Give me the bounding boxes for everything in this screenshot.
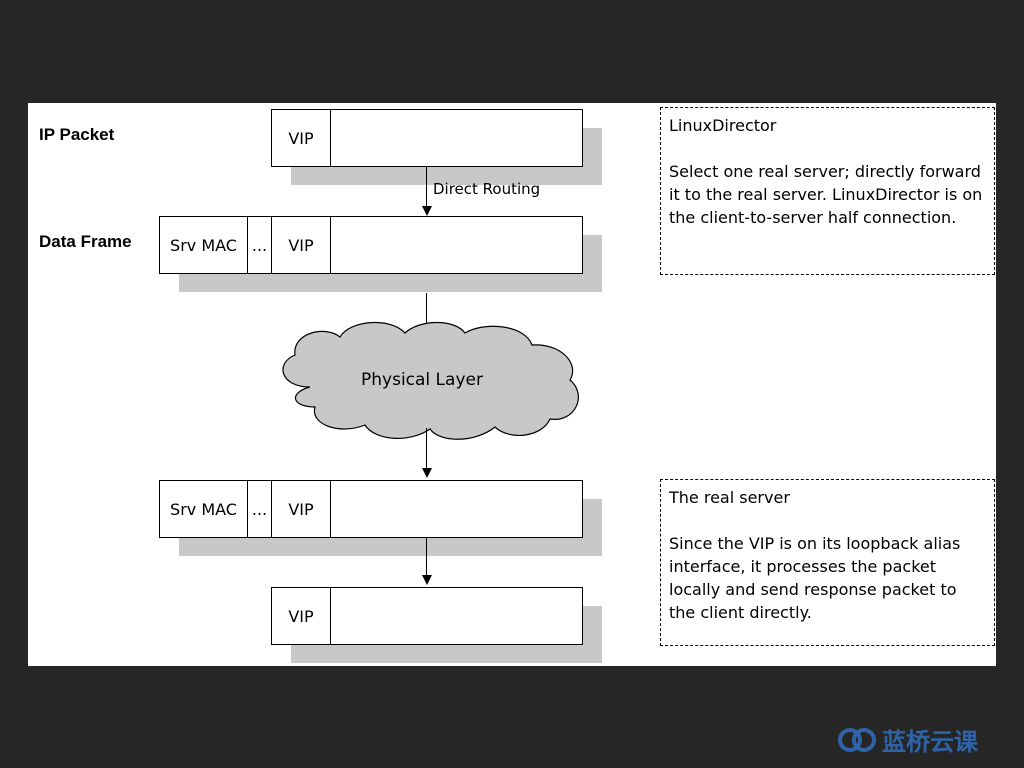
delivered-packet-box: VIP [271, 587, 583, 645]
ip-packet-box: VIP [271, 109, 583, 167]
arrow-head [422, 575, 432, 585]
physical-layer-cloud [282, 322, 579, 440]
physical-layer-label: Physical Layer [361, 370, 483, 390]
real-server-note: The real server Since the VIP is on its … [660, 479, 995, 646]
brand-logo: 蓝桥云课 [838, 722, 978, 757]
srv-mac-cell: Srv MAC [160, 217, 248, 273]
logo-icon [838, 727, 876, 752]
real-server-note-title: The real server [669, 488, 790, 507]
real-server-note-body: Since the VIP is on its loopback alias i… [669, 534, 961, 622]
direct-routing-label: Direct Routing [433, 180, 541, 198]
srv-mac-cell: Srv MAC [160, 481, 248, 537]
vip-cell: VIP [272, 217, 331, 273]
vip-cell: VIP [272, 588, 331, 644]
arrow-line [426, 428, 427, 468]
vip-cell: VIP [272, 481, 331, 537]
director-note: LinuxDirector Select one real server; di… [660, 107, 995, 275]
arrow-line [426, 293, 427, 329]
ellipsis-cell: ... [248, 481, 272, 537]
director-note-body: Select one real server; directly forward… [669, 162, 983, 227]
director-note-title: LinuxDirector [669, 116, 777, 135]
ellipsis-cell: ... [248, 217, 272, 273]
vip-cell: VIP [272, 110, 331, 166]
ip-packet-label: IP Packet [39, 125, 115, 144]
data-frame-label: Data Frame [39, 232, 132, 251]
diagram-canvas: IP Packet Data Frame VIP Direct Routing … [28, 103, 996, 666]
arrow-line [426, 167, 427, 207]
data-frame-box: Srv MAC ... VIP [159, 216, 583, 274]
received-frame-box: Srv MAC ... VIP [159, 480, 583, 538]
arrow-head [422, 468, 432, 478]
arrow-line [426, 538, 427, 576]
logo-text: 蓝桥云课 [882, 728, 978, 756]
arrow-head [422, 206, 432, 216]
